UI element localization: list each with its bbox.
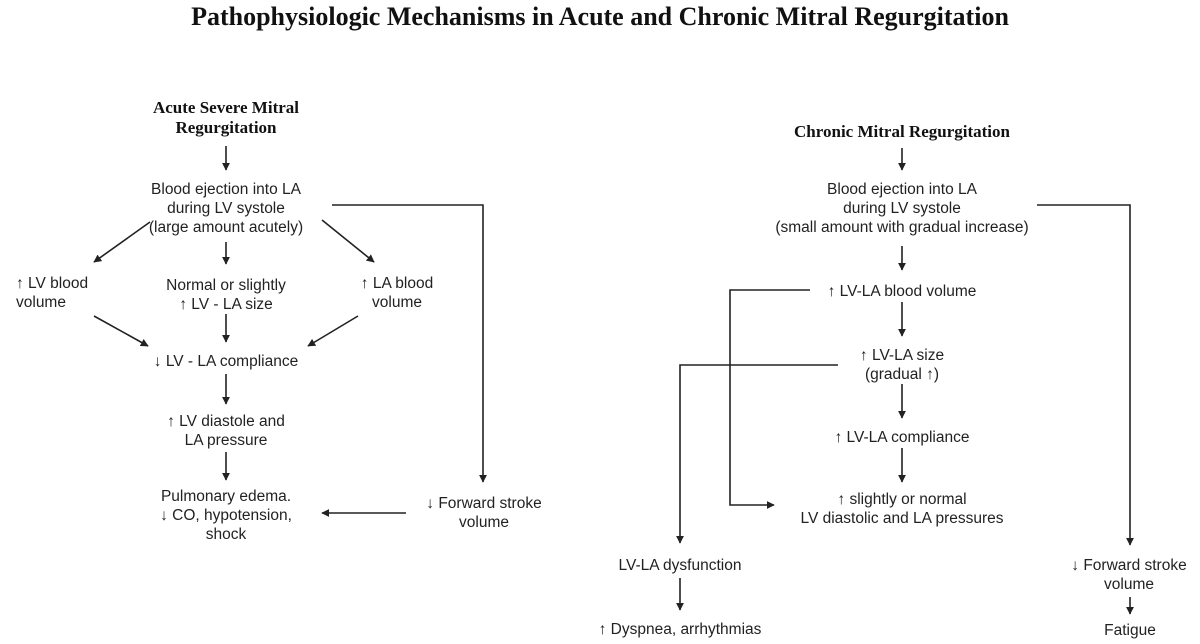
- acute-heading: Acute Severe Mitral Regurgitation: [152, 98, 299, 137]
- diagram-title: Pathophysiologic Mechanisms in Acute and…: [191, 2, 1009, 31]
- arrow-chronic-ejection-to-forward: [1037, 204, 1134, 546]
- arrow-acute-ejection-to-forward: [332, 204, 487, 483]
- acute-lv-volume-node: ↑ LV blood volume: [16, 275, 89, 311]
- chronic-compliance-node: ↑ LV-LA compliance: [834, 429, 970, 446]
- acute-la-volume-node: ↑ LA blood volume: [360, 275, 434, 311]
- acute-normal-size-node: Normal or slightly ↑ LV - LA size: [166, 277, 286, 313]
- acute-compliance-node: ↓ LV - LA compliance: [153, 353, 299, 370]
- chronic-dyspnea-node: ↑ Dyspnea, arrhythmias: [598, 621, 762, 638]
- chronic-ejection-node: Blood ejection into LA during LV systole…: [775, 181, 1029, 236]
- chronic-dysfunction-node: LV-LA dysfunction: [618, 557, 742, 574]
- chronic-forward-node: ↓ Forward stroke volume: [1071, 557, 1187, 593]
- chronic-blood-volume-node: ↑ LV-LA blood volume: [827, 283, 977, 300]
- arrow-acute-ejection-to-lv-volume: [93, 221, 151, 263]
- arrow-acute-la-volume-to-compliance: [307, 315, 359, 347]
- chronic-heading: Chronic Mitral Regurgitation: [794, 122, 1010, 141]
- arrow-chronic-size-to-dysfunction: [676, 364, 838, 544]
- acute-edema-node: Pulmonary edema. ↓ CO, hypotension, shoc…: [160, 488, 292, 543]
- chronic-size-node: ↑ LV-LA size (gradual ↑): [859, 347, 945, 383]
- acute-forward-node: ↓ Forward stroke volume: [426, 495, 542, 531]
- chronic-pressures-node: ↑ slightly or normal LV diastolic and LA…: [800, 491, 1004, 527]
- acute-diastole-node: ↑ LV diastole and LA pressure: [167, 413, 285, 449]
- chronic-fatigue-node: Fatigue: [1104, 622, 1156, 639]
- arrow-acute-ejection-to-la-volume: [321, 219, 375, 263]
- arrow-acute-lv-volume-to-compliance: [93, 315, 149, 347]
- acute-ejection-node: Blood ejection into LA during LV systole…: [148, 181, 304, 236]
- arrow-chronic-blood-volume-to-pressures: [729, 289, 810, 509]
